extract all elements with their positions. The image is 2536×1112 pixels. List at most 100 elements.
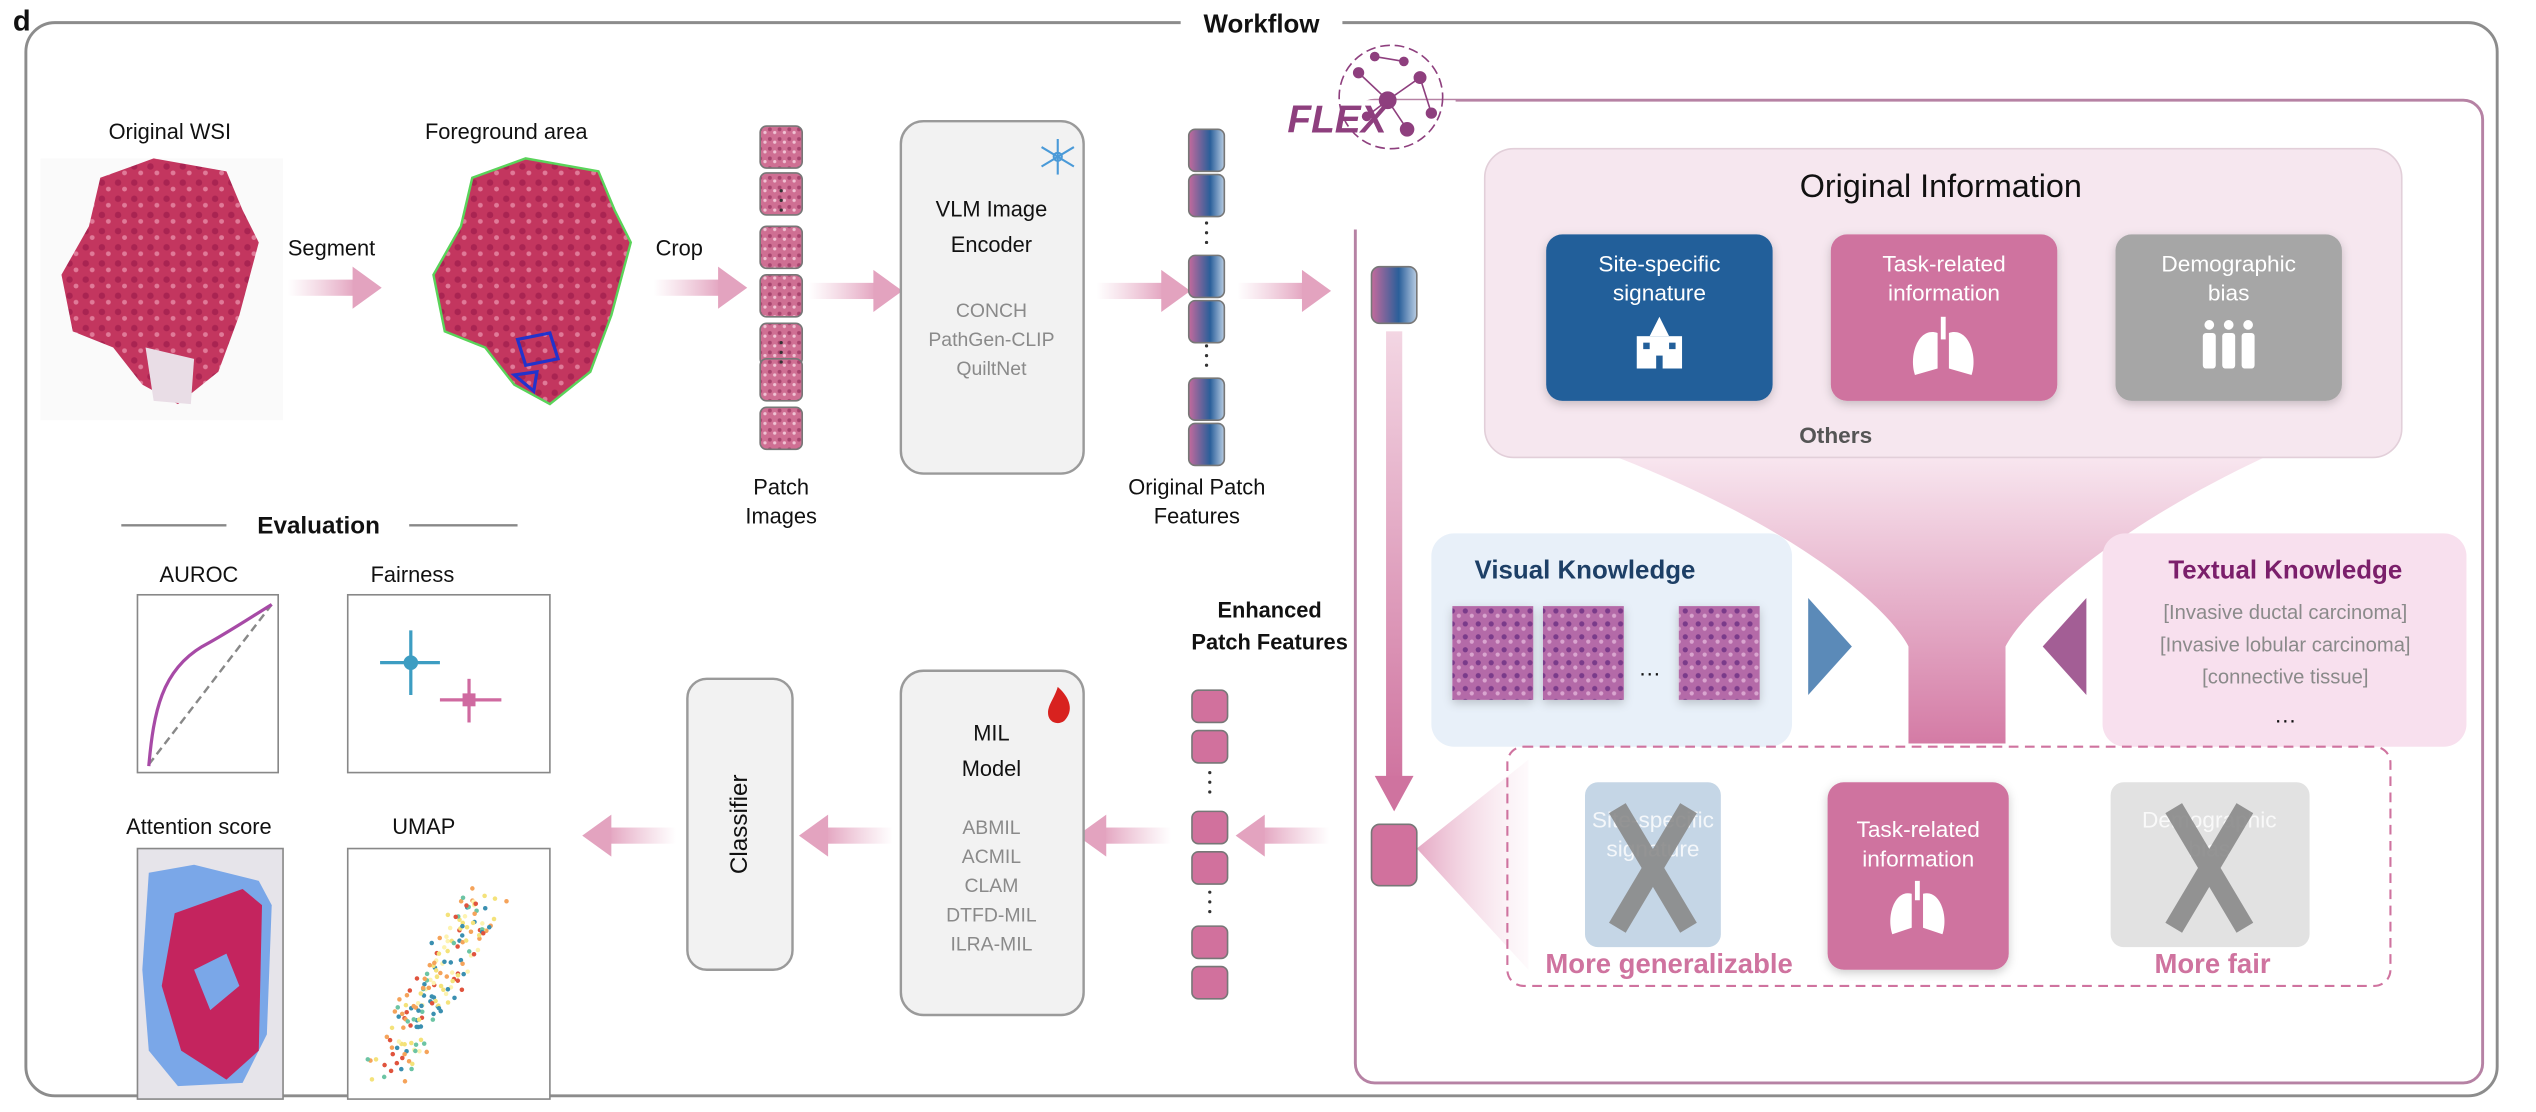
umap-point (504, 899, 509, 904)
visual-knowledge-patch (1452, 606, 1534, 700)
textual-knowledge-ellipsis: … (2274, 702, 2297, 727)
umap-point (404, 1009, 409, 1015)
patch-image (759, 358, 804, 402)
umap-point (436, 951, 442, 956)
others-label: Others (1799, 423, 1872, 448)
foreground-label: Foreground area (425, 119, 588, 144)
patch-image (759, 125, 804, 169)
encoder-title-1: VLM Image (936, 197, 1048, 222)
foreground-image (432, 157, 633, 406)
outcome-card-site-specific: Site-specific signature (1585, 782, 1721, 948)
umap-point (453, 914, 458, 920)
umap-point (433, 998, 438, 1004)
umap-point (448, 960, 454, 965)
patch-images-column (759, 125, 804, 451)
umap-point (407, 988, 413, 993)
umap-point (426, 985, 432, 991)
info-card-site-specific: Site-specific signature (1546, 234, 1773, 401)
umap-point (480, 921, 485, 926)
ellipsis-dot (779, 198, 783, 203)
umap-point (409, 1066, 414, 1072)
umap-point (397, 997, 402, 1002)
snowflake-icon (1041, 139, 1075, 175)
umap-point (396, 1039, 402, 1044)
visual-knowledge-title: Visual Knowledge (1475, 557, 1696, 585)
umap-point (420, 985, 426, 991)
original-features-column (1187, 128, 1226, 467)
patch-image (759, 225, 804, 270)
umap-point (421, 1041, 427, 1046)
visual-arrow-triangle (1808, 598, 1852, 695)
fairness-label: Fairness (371, 562, 455, 587)
umap-point (413, 1042, 419, 1047)
umap-point (411, 1003, 416, 1009)
umap-point (460, 895, 466, 901)
textual-knowledge-line: [Invasive ductal carcinoma] (2163, 602, 2407, 624)
umap-point (413, 1048, 418, 1054)
umap-point (365, 1057, 371, 1062)
umap-point (369, 1077, 375, 1082)
ellipsis-dot (1204, 363, 1209, 367)
original-features-label-2: Features (1154, 504, 1240, 529)
info-card-label: Site-specific (1598, 252, 1720, 277)
umap-point (451, 940, 457, 946)
umap-point (394, 1045, 400, 1051)
umap-point (416, 1008, 421, 1013)
umap-point (491, 916, 497, 922)
outcome-card-demographic: Demographic bias (2110, 782, 2310, 948)
umap-point (373, 1057, 379, 1062)
umap-point (384, 1034, 390, 1040)
umap-point (455, 944, 460, 949)
umap-point (434, 974, 440, 980)
umap-point (389, 1045, 395, 1050)
feature-vector (1187, 299, 1226, 344)
umap-point (472, 911, 477, 916)
umap-point (403, 1002, 409, 1008)
umap-point (381, 1074, 387, 1080)
mil-model-box (899, 669, 1085, 1017)
ellipsis-dot (779, 189, 783, 193)
attention-score-panel (136, 847, 284, 1100)
umap-point (445, 948, 450, 954)
fire-icon (1048, 686, 1070, 724)
umap-point (466, 949, 472, 954)
umap-point (470, 886, 475, 891)
flex-logo-text: FLEX (1287, 99, 1388, 142)
umap-point (442, 945, 447, 950)
auroc-label: AUROC (160, 562, 239, 587)
crop-label: Crop (656, 235, 703, 260)
umap-point (486, 924, 492, 930)
auroc-panel (136, 593, 279, 774)
umap-point (389, 1025, 395, 1031)
umap-point (445, 986, 451, 992)
umap-point (460, 939, 465, 945)
hospital-icon (1636, 316, 1683, 369)
umap-point (471, 951, 477, 957)
lungs-icon (1890, 880, 1945, 935)
flex-frame (1353, 98, 2485, 1085)
umap-point (473, 901, 479, 907)
umap-point (417, 1049, 422, 1054)
textual-arrow-triangle (2042, 598, 2087, 695)
umap-point (406, 1059, 412, 1064)
ellipsis-dot (1204, 240, 1209, 245)
mil-title-1: MIL (973, 720, 1009, 745)
umap-point (444, 974, 450, 979)
mil-model: ABMIL (962, 817, 1020, 839)
umap-point (416, 1017, 422, 1022)
textual-knowledge-line: [connective tissue] (2202, 667, 2368, 689)
info-card-label: bias (2208, 281, 2250, 306)
umap-point (458, 957, 464, 963)
projection-fan (1416, 759, 1529, 970)
umap-point (424, 971, 430, 977)
umap-point (422, 976, 428, 982)
patch-image (759, 406, 804, 451)
funnel (1617, 457, 2265, 744)
ellipsis-dot (779, 208, 783, 212)
single-original-feature (1370, 265, 1418, 325)
umap-point (438, 983, 444, 989)
feature-vector (1191, 850, 1229, 885)
info-card-label: Task-related (1882, 252, 2005, 277)
umap-point (463, 938, 469, 943)
umap-point (445, 912, 451, 918)
